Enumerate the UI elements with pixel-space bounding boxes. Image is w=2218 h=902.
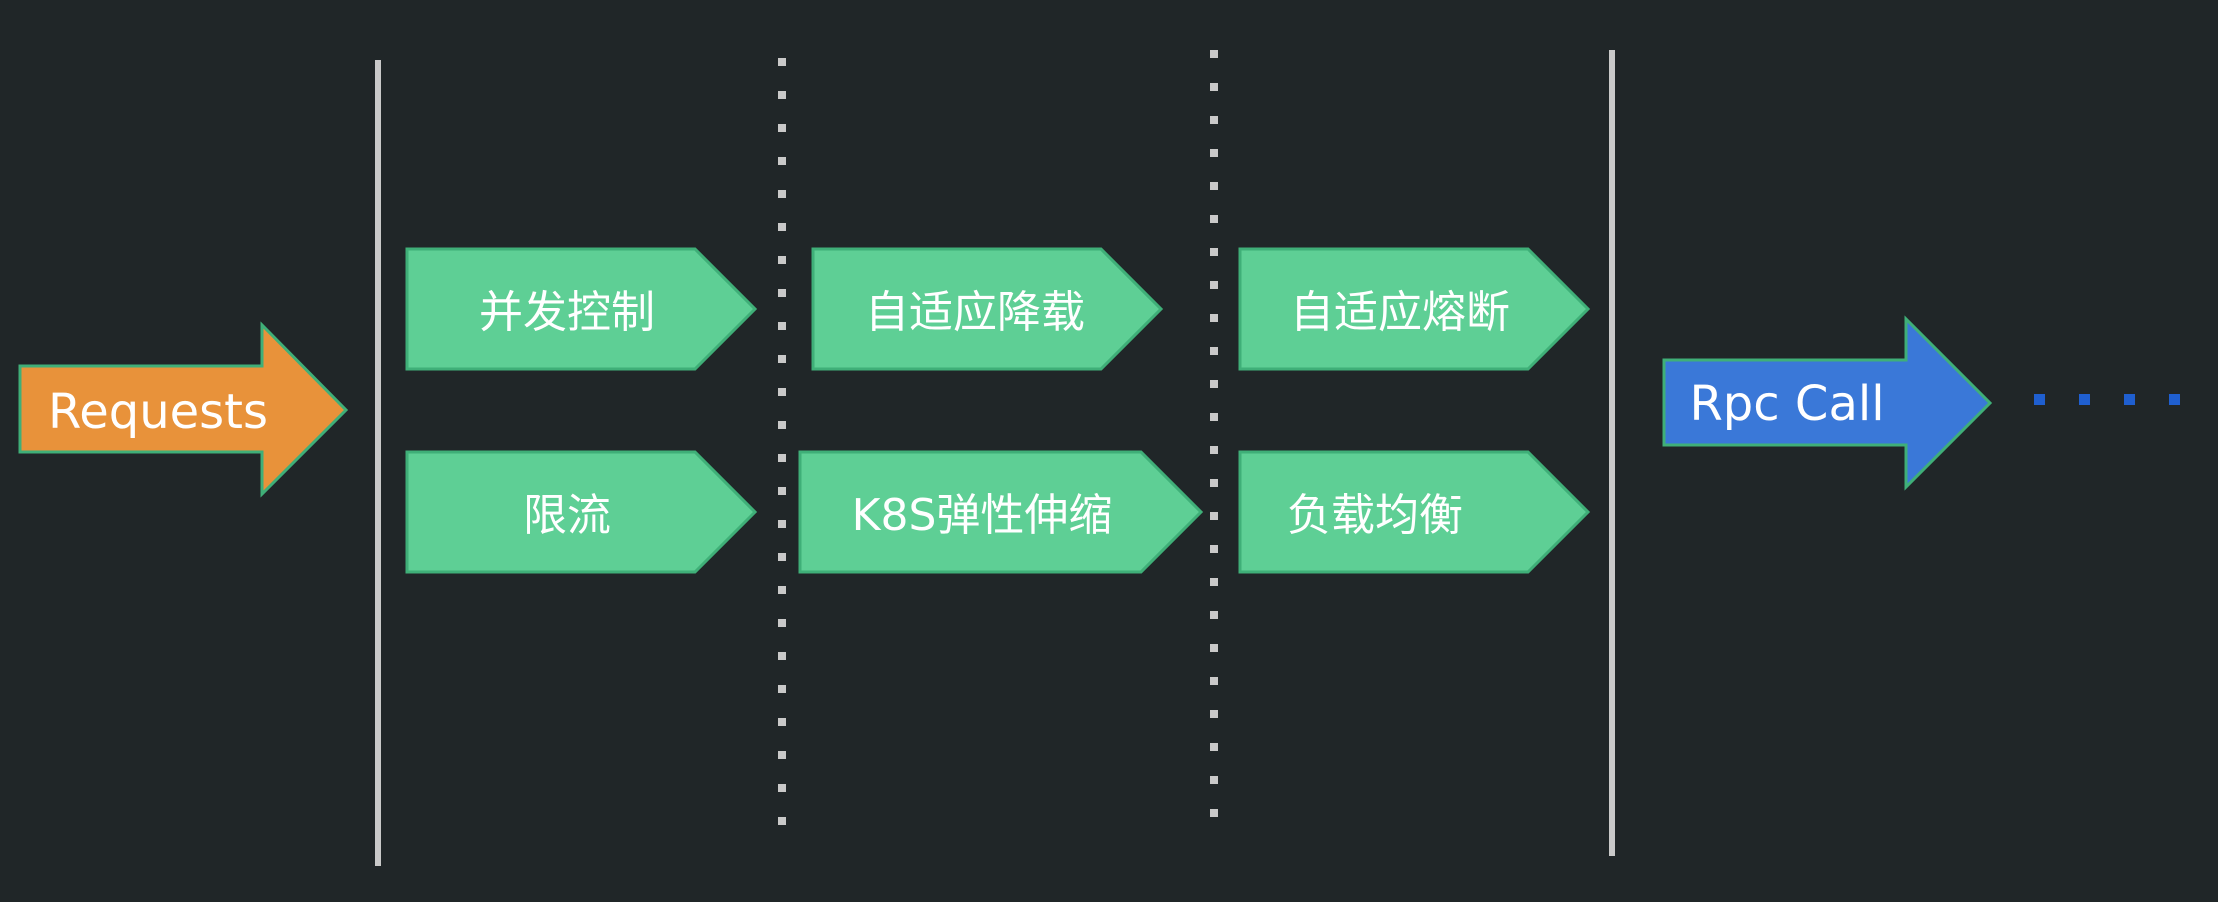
stage-block-label: 限流 bbox=[523, 490, 611, 541]
stage-3-block-2: 负载均衡 bbox=[1238, 450, 1591, 574]
stage-block-label: K8S弹性伸缩 bbox=[852, 490, 1113, 541]
stage-block-shape bbox=[405, 450, 758, 574]
stage-block-label: 自适应熔断 bbox=[1290, 287, 1510, 338]
stage-2-block-2: K8S弹性伸缩 bbox=[798, 450, 1204, 574]
stage-block-shape bbox=[405, 247, 758, 371]
rpc-call-arrow: Rpc Call bbox=[1662, 315, 1993, 491]
stage-block-label: 并发控制 bbox=[479, 287, 655, 338]
stage-block-shape bbox=[1238, 247, 1591, 371]
requests-arrow-shape bbox=[18, 321, 349, 498]
requests-arrow: Requests bbox=[18, 321, 349, 498]
stage-2-block-1: 自适应降载 bbox=[811, 247, 1164, 371]
stage-block-shape bbox=[798, 450, 1204, 574]
stage-1-block-1: 并发控制 bbox=[405, 247, 758, 371]
stage-block-label: 自适应降载 bbox=[865, 287, 1085, 338]
continuation-dot bbox=[2124, 394, 2135, 405]
stage-block-shape bbox=[811, 247, 1164, 371]
rpc-call-arrow-label: Rpc Call bbox=[1689, 376, 1884, 432]
stage-3-block-1: 自适应熔断 bbox=[1238, 247, 1591, 371]
continuation-dot bbox=[2169, 394, 2180, 405]
rpc-call-arrow-shape bbox=[1662, 315, 1993, 491]
requests-arrow-label: Requests bbox=[48, 384, 268, 440]
stage-block-shape bbox=[1238, 450, 1591, 574]
stage-1-block-2: 限流 bbox=[405, 450, 758, 574]
continuation-dot bbox=[2079, 394, 2090, 405]
continuation-dots bbox=[2034, 394, 2180, 405]
stage-block-label: 负载均衡 bbox=[1287, 490, 1463, 541]
continuation-dot bbox=[2034, 394, 2045, 405]
